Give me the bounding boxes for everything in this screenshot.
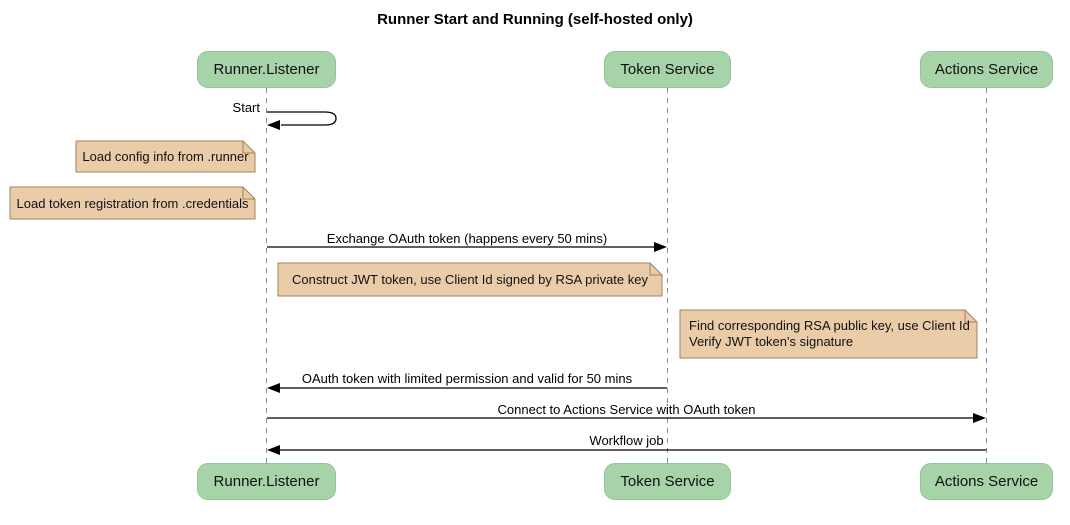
message-label-connect: Connect to Actions Service with OAuth to… bbox=[497, 402, 756, 417]
note-load-token-fold-icon bbox=[242, 187, 255, 200]
participant-runner-listener-bottom: Runner.Listener bbox=[197, 463, 336, 500]
note-construct-jwt-fold-icon bbox=[649, 263, 662, 276]
message-label-start: Start bbox=[232, 100, 260, 115]
note-construct-jwt-shape bbox=[277, 262, 663, 297]
participant-actions-service-top: Actions Service bbox=[920, 51, 1053, 88]
note-find-rsa-line1: Find corresponding RSA public key, use C… bbox=[689, 318, 970, 333]
note-load-token-text: Load token registration from .credential… bbox=[16, 195, 249, 211]
participant-runner-listener-top: Runner.Listener bbox=[197, 51, 336, 88]
participant-actions-service-bottom: Actions Service bbox=[920, 463, 1053, 500]
note-find-rsa-fold-icon bbox=[964, 310, 977, 323]
workflow-arrowhead bbox=[267, 445, 280, 455]
note-load-config-shape bbox=[75, 140, 256, 173]
exchange-arrowhead bbox=[654, 242, 667, 252]
note-find-rsa-line2: Verify JWT token's signature bbox=[689, 334, 854, 349]
note-construct-jwt-text: Construct JWT token, use Client Id signe… bbox=[292, 272, 648, 287]
start-self-arrow-line bbox=[267, 111, 337, 126]
connect-arrowhead bbox=[973, 413, 986, 423]
note-find-rsa-shape bbox=[679, 309, 978, 359]
note-find-rsa-text: Find corresponding RSA public key, use C… bbox=[680, 310, 977, 358]
oauth-return-arrowhead bbox=[267, 383, 280, 393]
message-label-exchange-oauth: Exchange OAuth token (happens every 50 m… bbox=[326, 231, 608, 246]
message-label-oauth-return: OAuth token with limited permission and … bbox=[301, 371, 633, 386]
note-load-config-fold-icon bbox=[242, 141, 255, 154]
participant-token-service-bottom: Token Service bbox=[604, 463, 731, 500]
message-label-workflow-job: Workflow job bbox=[589, 433, 664, 448]
participant-token-service-top: Token Service bbox=[604, 51, 731, 88]
note-load-token-shape bbox=[9, 186, 256, 220]
start-self-arrowhead bbox=[267, 120, 280, 130]
note-load-config-text: Load config info from .runner bbox=[82, 149, 249, 164]
diagram-title: Runner Start and Running (self-hosted on… bbox=[377, 11, 693, 28]
